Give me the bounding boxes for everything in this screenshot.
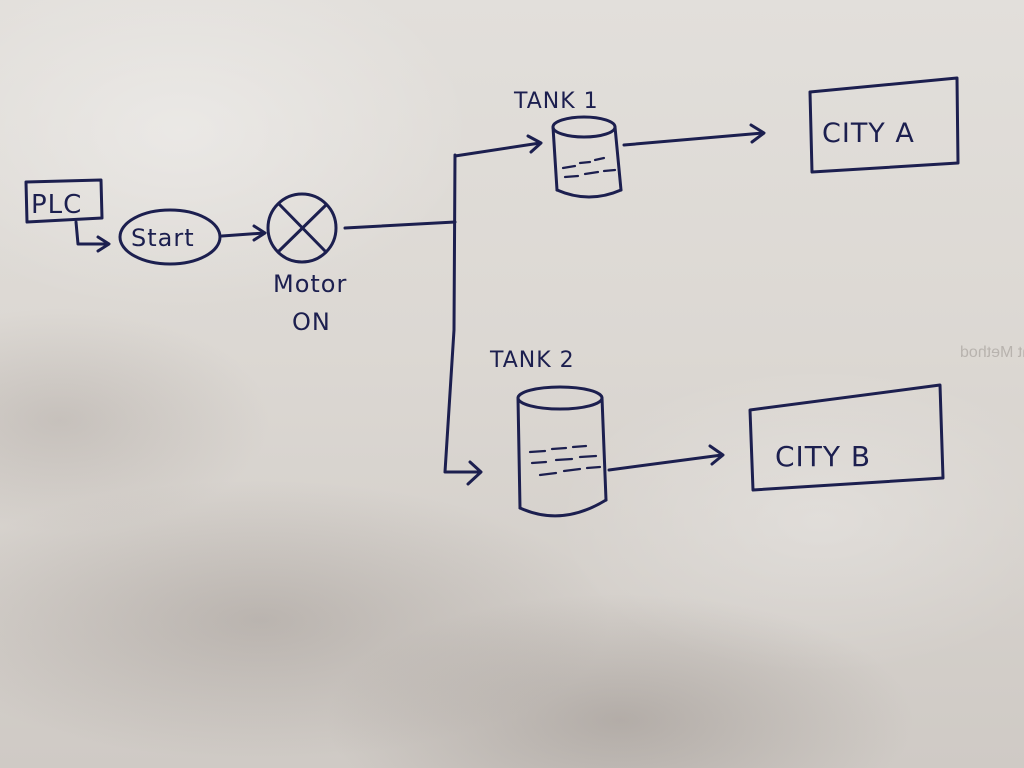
motor-label-line2: ON — [292, 308, 331, 336]
plc-block: PLC — [24, 178, 104, 224]
motor-label-line1: Motor — [273, 270, 347, 298]
plc-to-start-arrow — [74, 220, 111, 253]
show-through-text: nt Method — [960, 344, 1024, 361]
tank2-to-city-b-arrow — [607, 444, 725, 472]
city-b-block: CITY B — [748, 383, 945, 492]
tank-1-label: TANK 1 — [513, 89, 599, 114]
city-a-label: CITY A — [822, 118, 915, 149]
pipe-branch — [343, 134, 543, 486]
start-block: Start — [118, 208, 222, 266]
tank-2 — [516, 385, 608, 518]
city-b-label: CITY B — [775, 440, 871, 473]
tank-2-label: TANK 2 — [489, 348, 575, 373]
start-label: Start — [131, 224, 195, 252]
start-to-motor-arrow — [220, 224, 267, 242]
tank1-to-city-a-arrow — [622, 123, 766, 147]
motor-symbol — [266, 192, 338, 264]
city-a-block: CITY A — [808, 76, 960, 174]
tank-1 — [551, 115, 623, 199]
plc-label: PLC — [31, 190, 82, 220]
